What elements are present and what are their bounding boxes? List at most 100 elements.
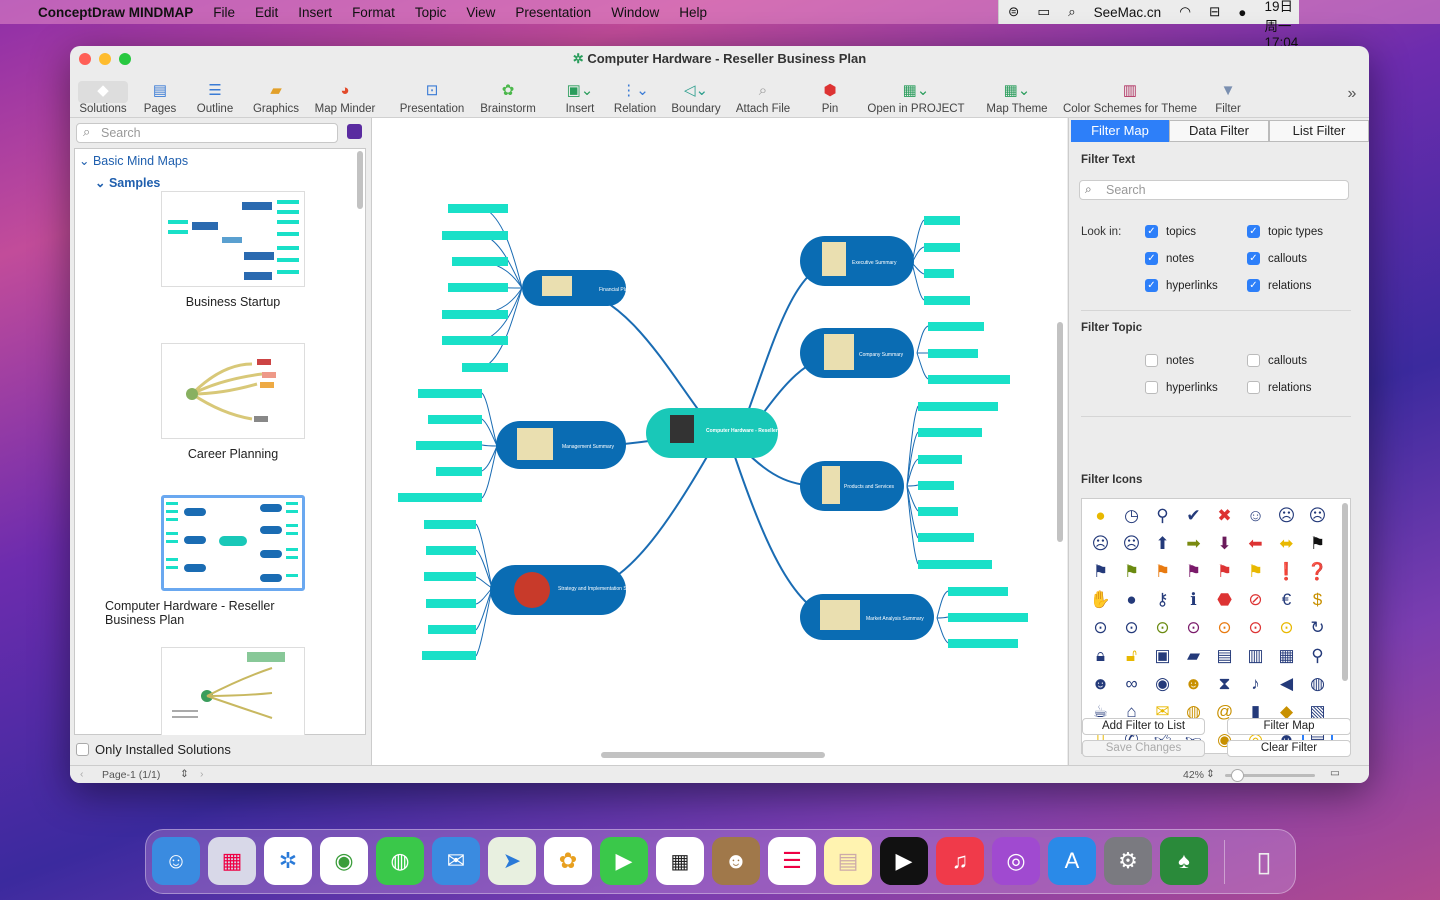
chrome-icon[interactable]: ◉	[320, 837, 368, 885]
zoom-button[interactable]	[119, 53, 131, 65]
flag-blue-icon[interactable]: ⚑	[1092, 562, 1109, 581]
search-icon[interactable]: ⚲	[1311, 646, 1324, 665]
safari-icon[interactable]: ✲	[264, 837, 312, 885]
lock-icon[interactable]: 🔒︎	[1095, 646, 1106, 665]
key-icon[interactable]: ⚷	[1156, 590, 1169, 609]
handshake-icon[interactable]: ◆	[1279, 702, 1294, 721]
euro-icon[interactable]: €	[1281, 590, 1292, 609]
zoom-slider-knob[interactable]	[1231, 769, 1244, 782]
globe-icon[interactable]: ◍	[1310, 674, 1325, 693]
sample-thumbnail-next[interactable]	[161, 647, 305, 735]
toolbar-attach-file[interactable]: ⌕Attach File	[734, 72, 792, 118]
contacts-icon[interactable]: ☻	[712, 837, 760, 885]
map-node-strategy[interactable]: Strategy and Implementation Summary	[558, 586, 645, 592]
finder-icon[interactable]: ☺	[152, 837, 200, 885]
topic-relations-checkbox[interactable]: relations	[1247, 381, 1311, 394]
solutions-search-input[interactable]: Search	[76, 123, 338, 143]
stop-sign-icon[interactable]: ⬣	[1217, 590, 1232, 609]
arrow-down-icon[interactable]: ⬇	[1217, 534, 1232, 553]
map-node-company-summary[interactable]: Company Summary	[859, 352, 904, 358]
map-node-financial-plan[interactable]: Financial Plan	[599, 287, 631, 293]
battery-icon[interactable]: ▭	[1037, 4, 1051, 19]
look-notes-checkbox[interactable]: ✓notes	[1145, 252, 1194, 265]
menu-clock[interactable]: 6月19日 周一 17:04	[1264, 0, 1299, 50]
menu-window[interactable]: Window	[611, 4, 660, 20]
hourglass-icon[interactable]: ⧗	[1218, 674, 1231, 693]
look-relations-checkbox[interactable]: ✓relations	[1247, 279, 1311, 292]
zoom-stepper-icon[interactable]: ⇕	[1206, 768, 1215, 780]
pin-yellow-icon[interactable]: ⊙	[1279, 618, 1294, 637]
mail-icon[interactable]: ✉	[432, 837, 480, 885]
arrow-right-icon[interactable]: ➡	[1186, 534, 1201, 553]
box-icon[interactable]: ▦	[1278, 646, 1295, 665]
control-center-icon[interactable]: ⊟	[1208, 4, 1221, 19]
tab-data-filter[interactable]: Data Filter	[1169, 120, 1269, 142]
eye-icon[interactable]: ◉	[1155, 674, 1170, 693]
dollar-icon[interactable]: $	[1312, 590, 1323, 609]
glasses-icon[interactable]: ∞	[1125, 674, 1138, 693]
page-next-icon[interactable]: ›	[200, 768, 204, 780]
maps-icon[interactable]: ➤	[488, 837, 536, 885]
flag-black-icon[interactable]: ⚑	[1309, 534, 1326, 553]
cross-icon[interactable]: ✖	[1217, 506, 1232, 525]
menu-view[interactable]: View	[466, 4, 496, 20]
toolbar-map-minder[interactable]: ◕Map Minder	[312, 72, 378, 118]
envelope-icon[interactable]: ✉	[1155, 702, 1170, 721]
sample-thumbnail-business-startup[interactable]	[161, 191, 305, 287]
icons-scrollbar[interactable]	[1342, 503, 1348, 681]
trash-icon[interactable]: ▯	[1256, 845, 1272, 877]
zoom-slider[interactable]	[1225, 774, 1315, 777]
siri-icon[interactable]: ●	[1238, 4, 1247, 20]
canvas-horizontal-scrollbar[interactable]	[601, 752, 825, 758]
magnifier-icon[interactable]: ⚲	[1156, 506, 1169, 525]
menu-help[interactable]: Help	[679, 4, 707, 20]
coffee-icon[interactable]: ☕︎	[1092, 702, 1109, 721]
map-node-products[interactable]: Products and Services	[844, 484, 895, 490]
filter-search-input[interactable]: Search	[1079, 180, 1349, 200]
angry-face-icon[interactable]: ☹	[1122, 534, 1141, 553]
pin-orange-icon[interactable]: ⊙	[1217, 618, 1232, 637]
minimize-button[interactable]	[99, 53, 111, 65]
podcasts-icon[interactable]: ◎	[992, 837, 1040, 885]
refresh-icon[interactable]: ↻	[1310, 618, 1325, 637]
folder-icon[interactable]: ▰	[1186, 646, 1201, 665]
wifi-icon[interactable]: ◠	[1179, 4, 1191, 19]
map-node-executive-summary[interactable]: Executive Summary	[852, 260, 897, 266]
tree-root[interactable]: ⌄ Basic Mind Maps	[79, 153, 188, 168]
question-icon[interactable]: ❓	[1306, 562, 1329, 581]
app-store-icon[interactable]: A	[1048, 837, 1096, 885]
speaker-icon[interactable]: ◀	[1279, 674, 1294, 693]
arrow-both-icon[interactable]: ⬌	[1279, 534, 1294, 553]
search-icon[interactable]: ⌕	[1068, 4, 1076, 19]
world-icon[interactable]: ◍	[1186, 702, 1201, 721]
music-icon[interactable]: ♫	[936, 837, 984, 885]
map-canvas[interactable]: Financial Plan Management Summary Strate…	[371, 118, 1067, 765]
pin-green-icon[interactable]: ⊙	[1155, 618, 1170, 637]
flag-red-icon[interactable]: ⚑	[1216, 562, 1233, 581]
clock-icon[interactable]: ◷	[1124, 506, 1139, 525]
menu-format[interactable]: Format	[352, 4, 395, 20]
solution-browser-icon[interactable]	[347, 124, 362, 139]
sample-thumbnail-computer-hardware[interactable]	[161, 495, 305, 591]
toolbar-relation[interactable]: ⋮⌄Relation	[612, 72, 658, 118]
messages-icon[interactable]: ◍	[376, 837, 424, 885]
toolbar-filter[interactable]: ▼Filter	[1208, 72, 1248, 118]
people-icon[interactable]: ☻	[1184, 674, 1203, 693]
book-icon[interactable]: ▥	[1247, 646, 1264, 665]
document-icon[interactable]: ▤	[1216, 646, 1233, 665]
toolbar-overflow-chevron-icon[interactable]: »	[1347, 84, 1357, 102]
sample-thumbnail-career-planning[interactable]	[161, 343, 305, 439]
frown-icon[interactable]: ☹	[1091, 534, 1110, 553]
apple-tv-icon[interactable]: ▶	[880, 837, 928, 885]
toolbar-pages[interactable]: ▤Pages	[140, 72, 180, 118]
flag-orange-icon[interactable]: ⚑	[1154, 562, 1171, 581]
topic-notes-checkbox[interactable]: notes	[1145, 354, 1194, 367]
pin-blue-icon[interactable]: ⊙	[1124, 618, 1139, 637]
save-icon[interactable]: ▣	[1154, 646, 1171, 665]
map-central-topic[interactable]: Computer Hardware - Reseller Business Pl…	[706, 428, 813, 434]
menu-app-name[interactable]: ConceptDraw MINDMAP	[38, 4, 194, 20]
building-icon[interactable]: ▮	[1250, 702, 1261, 721]
pin-red-icon[interactable]: ⊙	[1248, 618, 1263, 637]
toolbar-brainstorm[interactable]: ✿Brainstorm	[478, 72, 538, 118]
pin-purple-icon[interactable]: ⊙	[1186, 618, 1201, 637]
